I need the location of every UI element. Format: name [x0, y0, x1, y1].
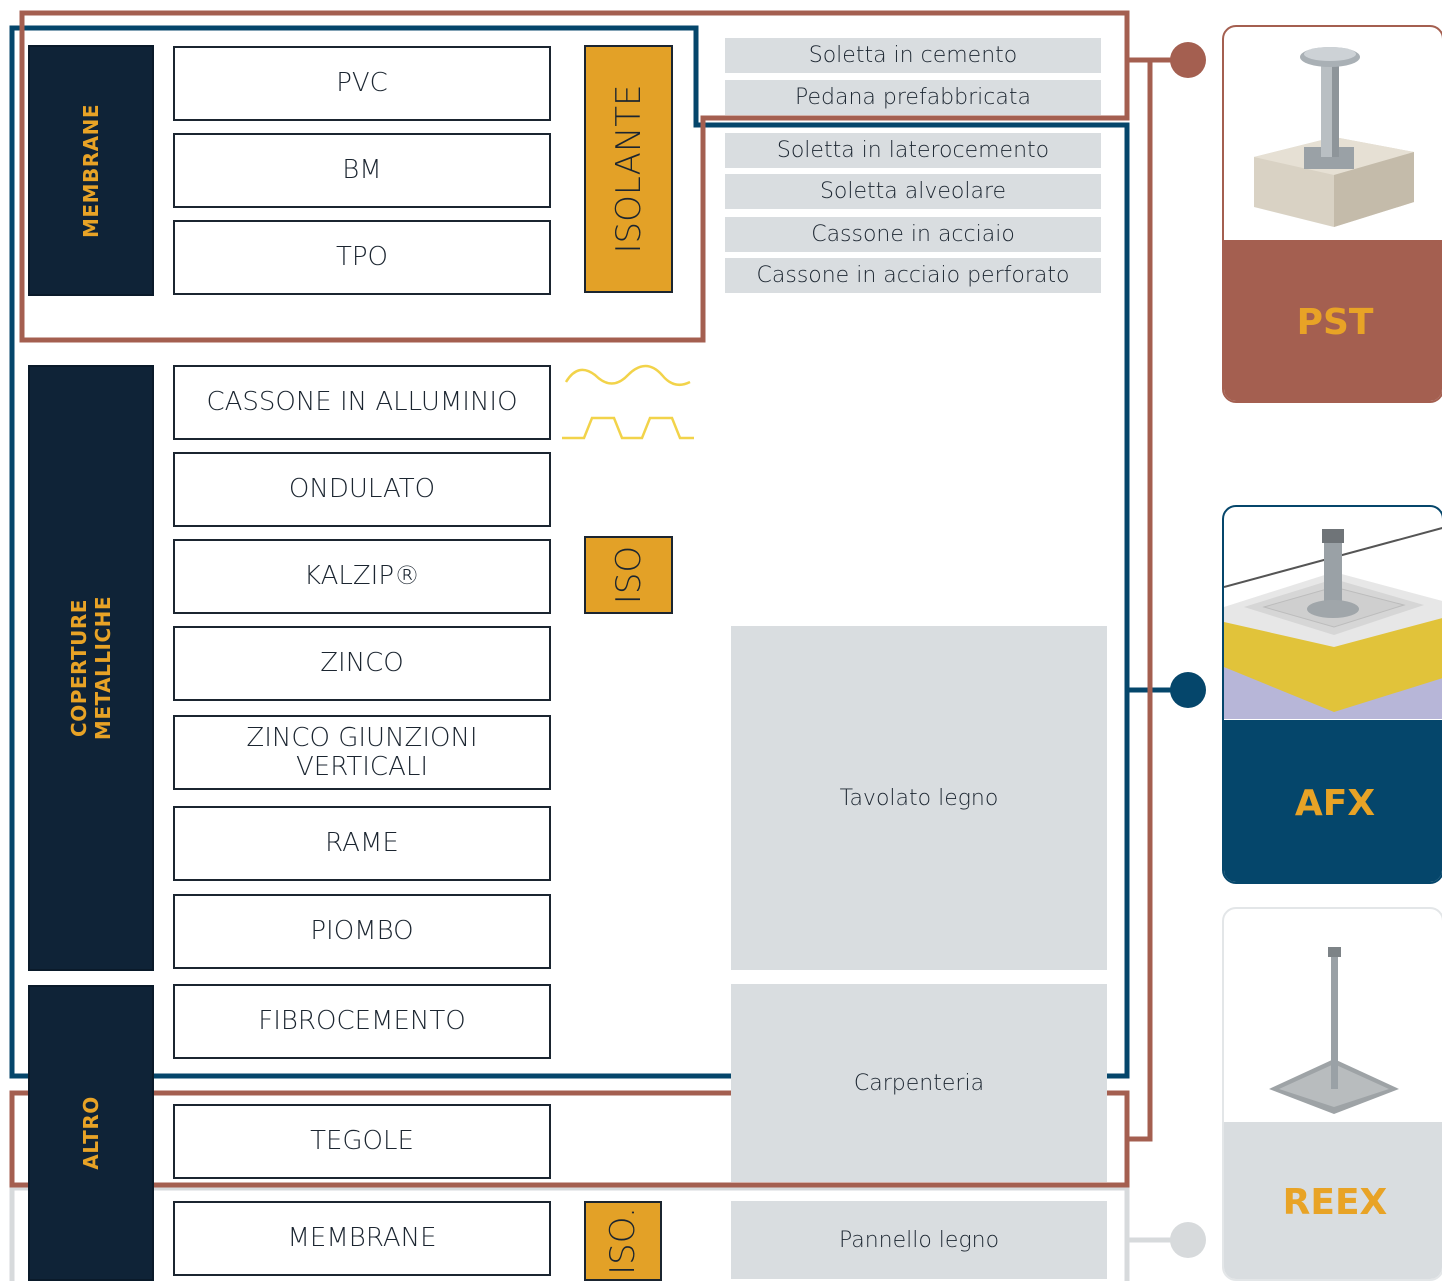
- trapezoid-profile-icon: [562, 416, 694, 440]
- product-card-afx: AFX: [1222, 505, 1442, 884]
- item-tpo: TPO: [173, 220, 551, 295]
- iso-membrane-altro: ISO.: [584, 1201, 662, 1281]
- item-rame: RAME: [173, 806, 551, 881]
- substrate-cassone-acciaio-perforato: Cassone in acciaio perforato: [725, 258, 1101, 293]
- pst-anchor-image: [1254, 47, 1414, 227]
- item-zinco-giunzioni: ZINCO GIUNZIONI VERTICALI: [173, 715, 551, 790]
- pst-connector-line: [1127, 57, 1153, 1142]
- item-membrane-altro: MEMBRANE: [173, 1201, 551, 1276]
- item-cassone-alluminio: CASSONE IN ALLUMINIO: [173, 365, 551, 440]
- pst-connector-dot: [1170, 42, 1206, 78]
- reex-anchor-image: [1269, 947, 1399, 1114]
- substrate-cassone-acciaio: Cassone in acciaio: [725, 217, 1101, 252]
- category-membrane: MEMBRANE: [28, 45, 154, 296]
- substrate-soletta-cemento: Soletta in cemento: [725, 38, 1101, 73]
- category-membrane-label: MEMBRANE: [79, 103, 103, 238]
- substrate-soletta-alveolare: Soletta alveolare: [725, 174, 1101, 209]
- item-tegole: TEGOLE: [173, 1104, 551, 1179]
- item-pvc: PVC: [173, 46, 551, 121]
- product-card-reex: REEX: [1222, 907, 1442, 1281]
- item-ondulato: ONDULATO: [173, 452, 551, 527]
- item-piombo: PIOMBO: [173, 894, 551, 969]
- item-fibrocemento: FIBROCEMENTO: [173, 984, 551, 1059]
- substrate-pannello-legno: Pannello legno: [731, 1201, 1107, 1279]
- product-label-afx: AFX: [1224, 720, 1442, 882]
- afx-anchor-image: [1224, 527, 1442, 719]
- iso-isolante: ISOLANTE: [584, 45, 673, 293]
- product-label-pst: PST: [1224, 240, 1442, 401]
- item-kalzip: KALZIP®: [173, 539, 551, 614]
- substrate-tavolato-legno: Tavolato legno: [731, 626, 1107, 970]
- iso-kalzip: ISO: [584, 536, 673, 614]
- substrate-carpenteria: Carpenteria: [731, 984, 1107, 1182]
- item-zinco: ZINCO: [173, 626, 551, 701]
- afx-connector-dot: [1170, 672, 1206, 708]
- substrate-pedana-prefabbricata: Pedana prefabbricata: [725, 80, 1101, 115]
- category-coperture-metalliche: COPERTURE METALLICHE: [28, 365, 154, 971]
- reex-connector-dot: [1170, 1222, 1206, 1258]
- item-bm: BM: [173, 133, 551, 208]
- category-coperture-label: COPERTURE METALLICHE: [67, 595, 115, 741]
- afx-group-outline: [9, 25, 1130, 1079]
- product-card-pst: PST: [1222, 25, 1442, 403]
- category-altro-label: ALTRO: [79, 1096, 103, 1170]
- substrate-soletta-laterocemento: Soletta in laterocemento: [725, 133, 1101, 168]
- reex-group-outline: [9, 1185, 1130, 1281]
- pst-group-outline-top: [19, 10, 1130, 343]
- category-altro: ALTRO: [28, 985, 154, 1281]
- wave-profile-icon: [562, 364, 694, 440]
- product-label-reex: REEX: [1224, 1122, 1442, 1279]
